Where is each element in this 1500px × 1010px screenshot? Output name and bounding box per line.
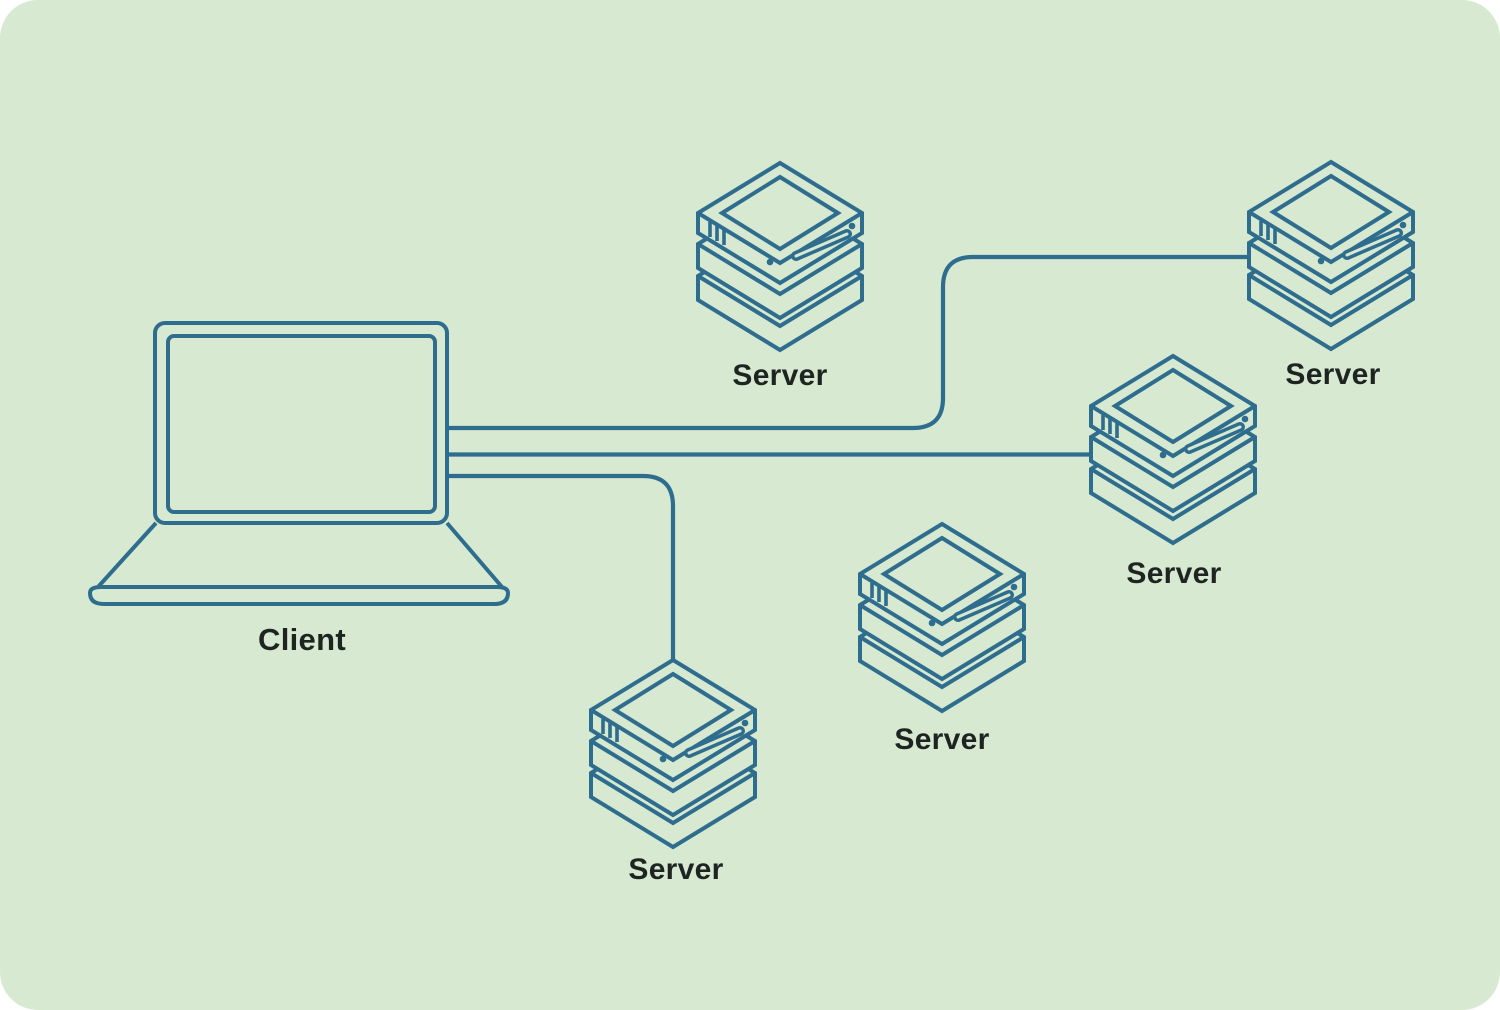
laptop-keyboard-deck bbox=[96, 521, 504, 589]
server-stack-icon bbox=[860, 524, 1024, 711]
client-node[interactable] bbox=[87, 321, 512, 609]
connection-line-bottom-left bbox=[446, 473, 676, 664]
server-label: Server bbox=[1126, 557, 1222, 590]
server-node-top-middle[interactable] bbox=[698, 163, 862, 350]
laptop-screen bbox=[166, 334, 437, 514]
server-node-bottom-middle[interactable] bbox=[860, 524, 1024, 711]
server-stack-icon bbox=[698, 163, 862, 350]
server-label: Server bbox=[732, 359, 828, 392]
server-node-top-right[interactable] bbox=[1249, 162, 1413, 349]
server-stack-icon bbox=[1249, 162, 1413, 349]
laptop-screen-frame bbox=[153, 321, 449, 525]
server-node-bottom-left[interactable] bbox=[591, 660, 755, 847]
laptop-base bbox=[87, 585, 511, 606]
server-label: Server bbox=[1285, 358, 1381, 391]
server-stack-icon bbox=[591, 660, 755, 847]
laptop-icon bbox=[87, 321, 511, 606]
server-label: Server bbox=[894, 723, 990, 756]
server-stack-icon bbox=[1091, 356, 1255, 543]
client-label: Client bbox=[258, 622, 346, 657]
connection-line-top-right bbox=[446, 254, 1255, 431]
server-label: Server bbox=[628, 853, 724, 886]
server-node-middle-right[interactable] bbox=[1091, 356, 1255, 543]
